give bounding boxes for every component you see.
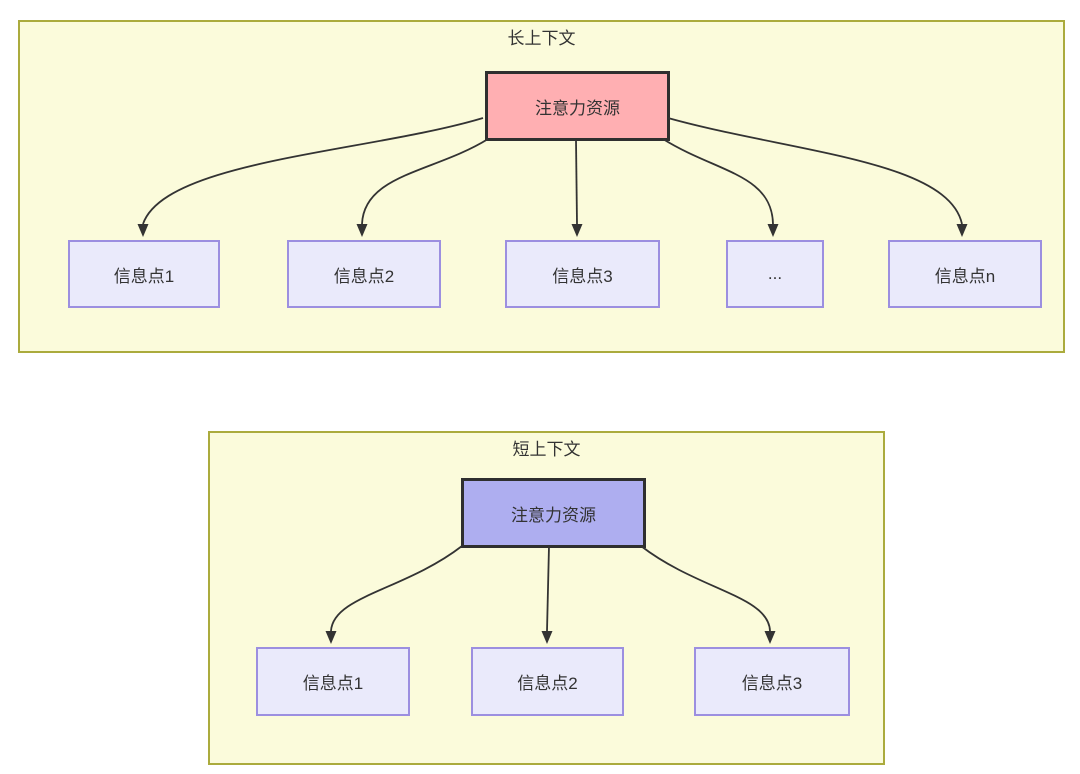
- info-node: 信息点1: [68, 240, 220, 308]
- info-node-label: 信息点n: [934, 266, 996, 286]
- long-context-group: 长上下文 注意力资源 信息点1 信息点2 信息点3 ... 信息点n: [18, 20, 1065, 353]
- info-node: 信息点3: [694, 647, 850, 716]
- hub-node-label: 注意力资源: [535, 98, 620, 118]
- info-node: 信息点2: [287, 240, 441, 308]
- short-context-group: 短上下文 注意力资源 信息点1 信息点2 信息点3: [208, 431, 885, 765]
- info-node-ellipsis: ...: [726, 240, 824, 308]
- long-context-hub-node: 注意力资源: [485, 71, 670, 141]
- info-node-label: 信息点3: [741, 674, 803, 693]
- info-node-label: 信息点1: [302, 674, 364, 693]
- info-node-label: 信息点2: [333, 266, 395, 286]
- info-node-label: ...: [767, 264, 783, 283]
- long-context-title: 长上下文: [507, 29, 576, 48]
- info-node-label: 信息点2: [517, 674, 578, 693]
- short-context-hub-node: 注意力资源: [461, 478, 646, 548]
- info-node: 信息点2: [471, 647, 624, 716]
- info-node: 信息点1: [256, 647, 410, 716]
- info-node: 信息点n: [888, 240, 1042, 308]
- hub-node-label: 注意力资源: [511, 505, 596, 525]
- info-node-label: 信息点3: [552, 266, 613, 286]
- info-node-label: 信息点1: [113, 266, 175, 286]
- info-node: 信息点3: [505, 240, 660, 308]
- short-context-title: 短上下文: [512, 440, 581, 459]
